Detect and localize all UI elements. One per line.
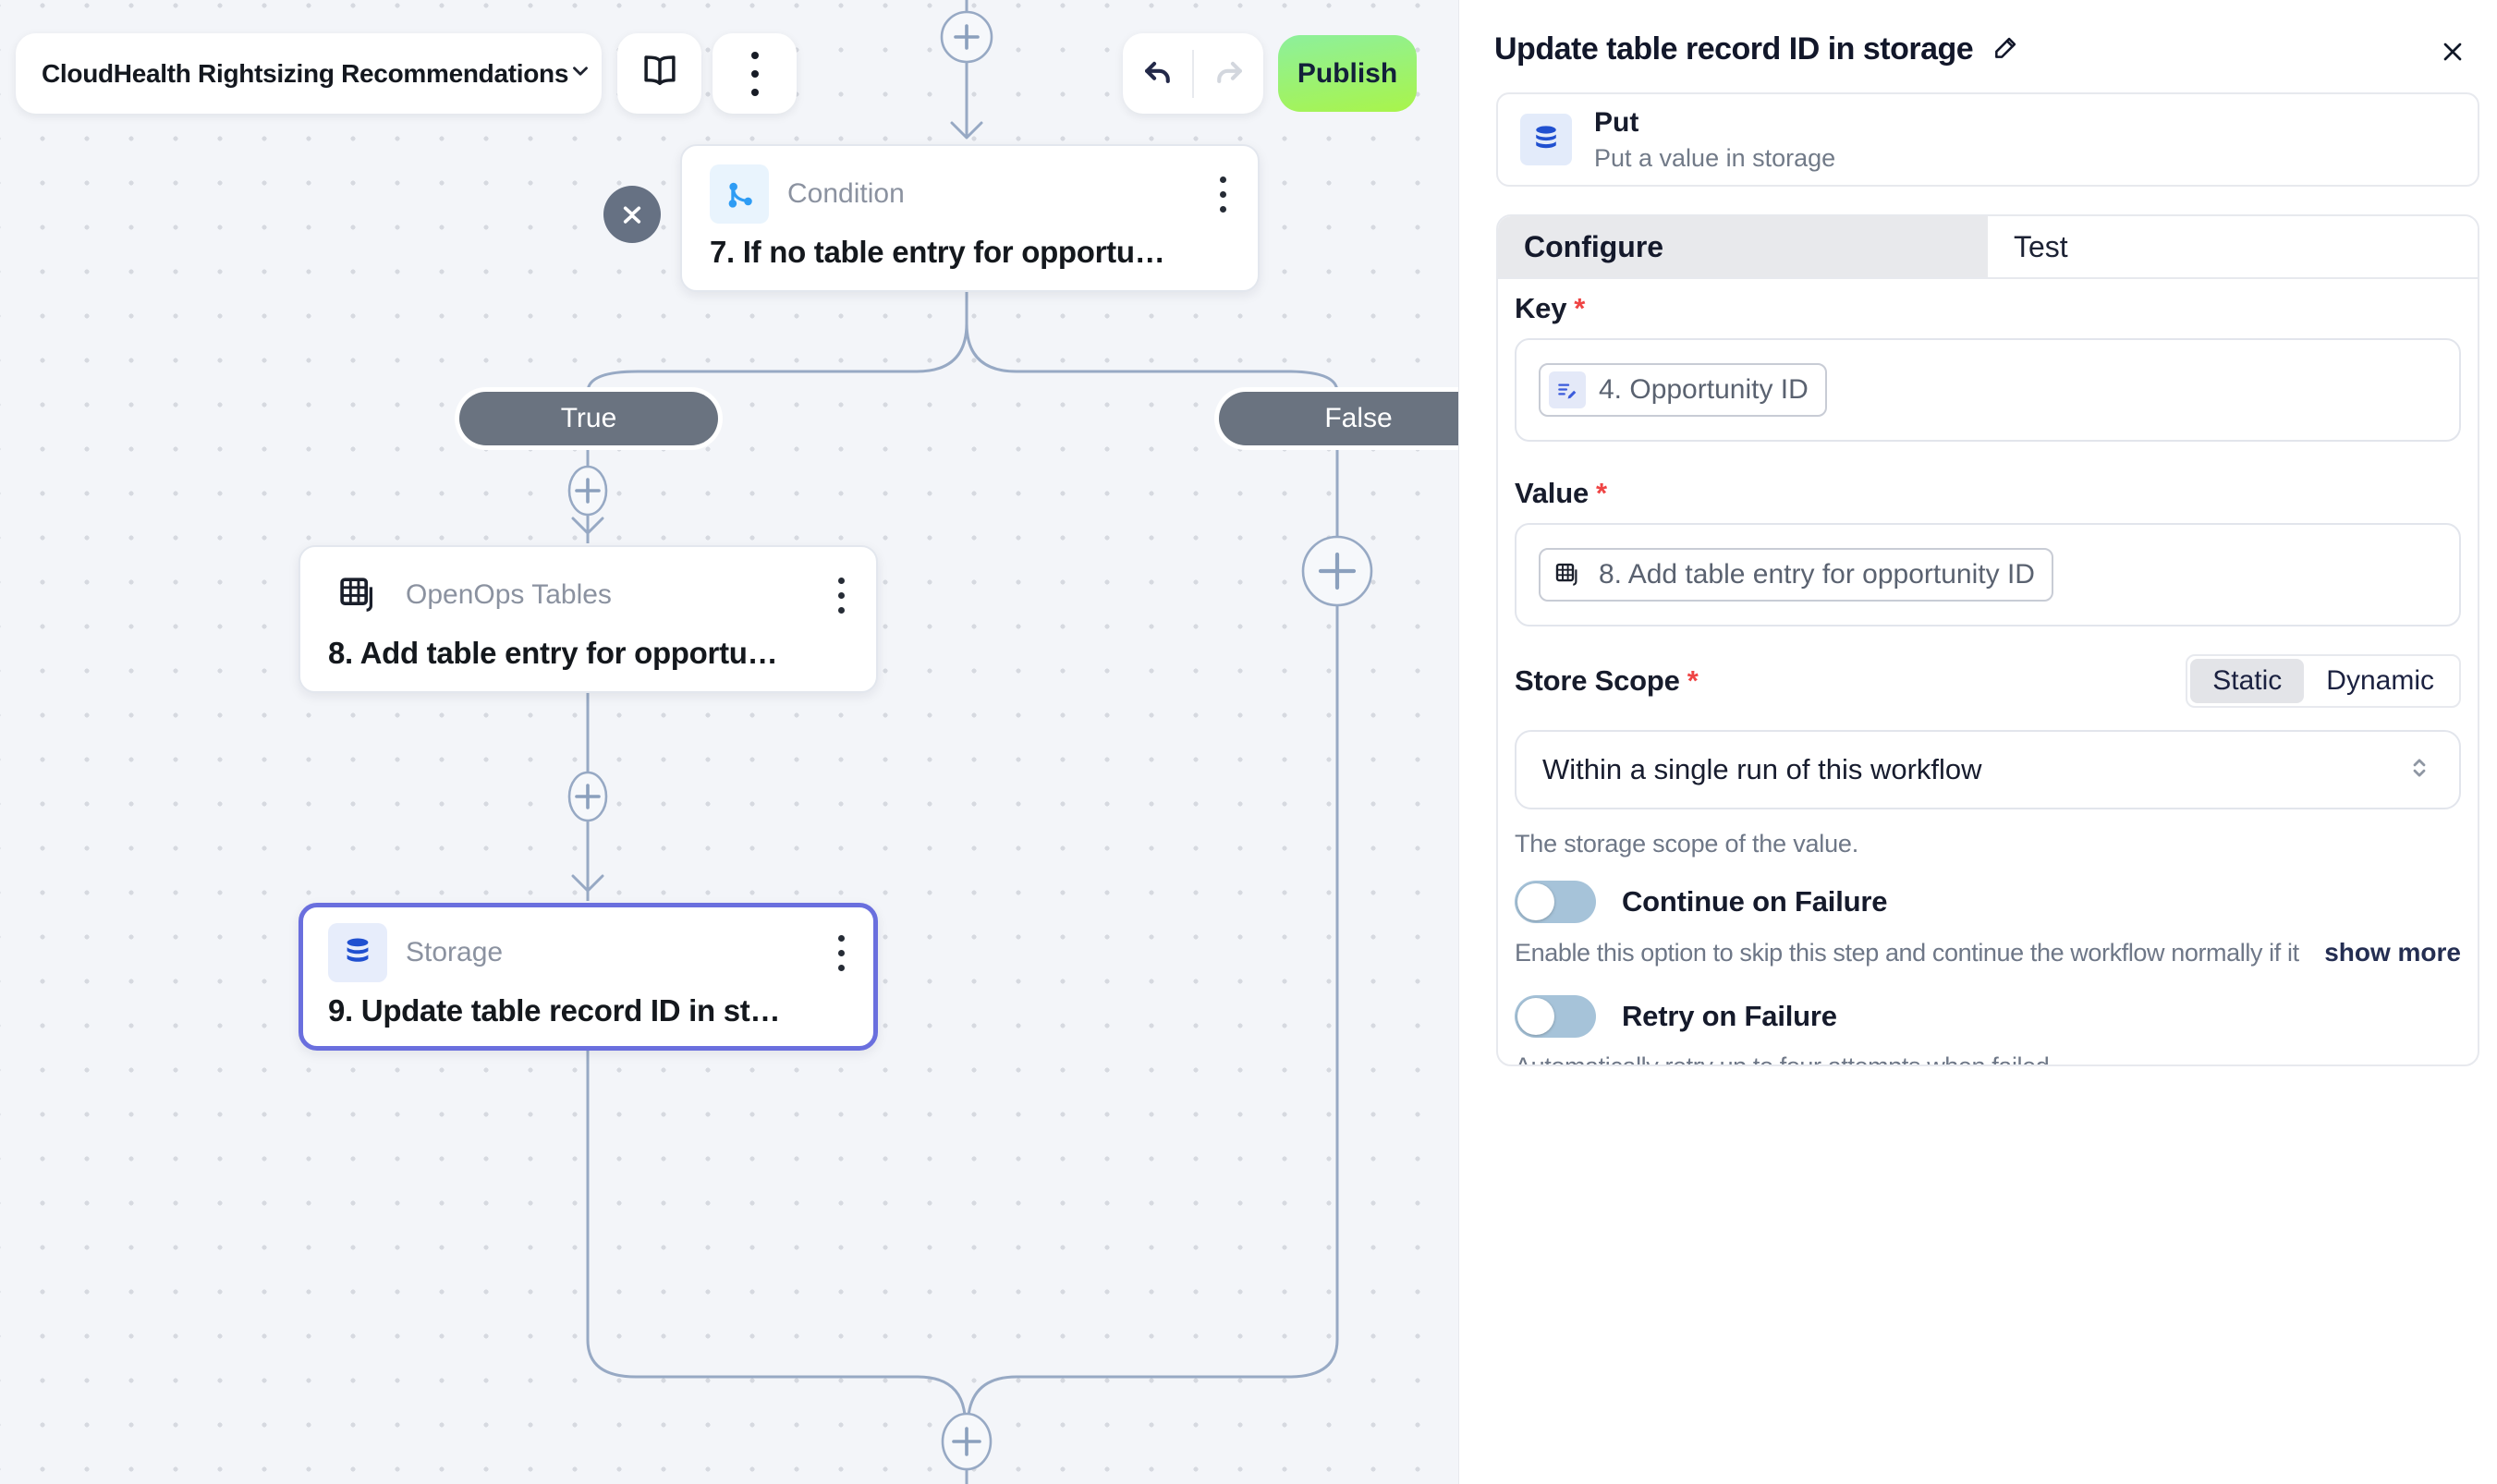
flow-connectors <box>567 0 1373 1484</box>
retry-on-failure-label: Retry on Failure <box>1622 1000 1837 1032</box>
connector-storage-merge <box>586 1051 967 1417</box>
workflow-name-dropdown[interactable]: CloudHealth Rightsizing Recommendations <box>16 33 602 114</box>
retry-on-failure-toggle[interactable] <box>1515 995 1596 1038</box>
store-scope-value: Within a single run of this workflow <box>1542 753 1982 785</box>
condition-branch-icon <box>710 164 769 224</box>
tab-test[interactable]: Test <box>1988 216 2478 277</box>
store-scope-select[interactable]: Within a single run of this workflow <box>1515 730 2461 809</box>
branch-label-false: False <box>1219 392 1458 445</box>
node-condition[interactable]: Condition 7. If no table entry for oppor… <box>680 144 1260 292</box>
flow-canvas[interactable]: CloudHealth Rightsizing Recommendations … <box>0 0 1458 1484</box>
toggle-knob <box>1517 883 1554 920</box>
add-step-button-between[interactable] <box>567 771 608 822</box>
key-token[interactable]: 4. Opportunity ID <box>1539 363 1827 417</box>
true-label: True <box>560 403 617 433</box>
edit-title-icon[interactable] <box>1992 32 2021 67</box>
node-storage[interactable]: Storage 9. Update table record ID in st… <box>298 903 878 1051</box>
action-name: Put <box>1594 106 1639 138</box>
value-token-text: 8. Add table entry for opportunity ID <box>1599 559 2035 590</box>
kebab-menu-icon <box>744 46 766 102</box>
tables-icon <box>1549 556 1586 593</box>
value-token[interactable]: 8. Add table entry for opportunity ID <box>1539 548 2053 602</box>
node-menu-button[interactable] <box>1212 171 1234 218</box>
storage-database-icon <box>328 923 387 982</box>
history-controls <box>1123 33 1263 114</box>
add-step-button-top[interactable] <box>940 10 993 64</box>
node-menu-button[interactable] <box>831 930 852 977</box>
add-step-button-true[interactable] <box>567 465 608 517</box>
node-type-label: Condition <box>787 178 905 209</box>
connector-branch-false <box>965 322 1339 393</box>
arrowhead-condition <box>950 121 983 140</box>
node-title: 7. If no table entry for opportu… <box>710 235 1165 269</box>
publish-button[interactable]: Publish <box>1278 35 1417 112</box>
redo-button[interactable] <box>1194 33 1263 114</box>
node-type-label: Storage <box>406 937 504 967</box>
step-title: Update table record ID in storage <box>1494 31 1974 67</box>
action-description: Put a value in storage <box>1594 143 1836 172</box>
action-summary-card: Put Put a value in storage <box>1496 92 2479 187</box>
store-scope-label: Store Scope* <box>1515 664 1699 697</box>
continue-on-failure-helper: Enable this option to skip this step and… <box>1515 939 2305 967</box>
tab-configure-label: Configure <box>1524 229 1664 263</box>
required-asterisk: * <box>1596 477 1607 509</box>
show-more-link[interactable]: show more <box>2324 938 2461 967</box>
add-step-button-false[interactable] <box>1301 535 1373 607</box>
node-openops-tables[interactable]: OpenOps Tables 8. Add table entry for op… <box>298 545 878 693</box>
tab-test-label: Test <box>2014 229 2068 263</box>
node-type-label: OpenOps Tables <box>406 579 612 610</box>
required-asterisk: * <box>1687 664 1699 697</box>
add-step-button-merge[interactable] <box>941 1412 993 1471</box>
key-input[interactable]: 4. Opportunity ID <box>1515 338 2461 442</box>
key-field-label: Key* <box>1515 292 1586 324</box>
node-title: 9. Update table record ID in st… <box>328 993 781 1028</box>
static-option[interactable]: Static <box>2190 659 2305 703</box>
storage-database-icon <box>1520 114 1572 165</box>
store-scope-helper: The storage scope of the value. <box>1515 830 1859 858</box>
arrowhead-tables <box>571 517 604 535</box>
continue-on-failure-label: Continue on Failure <box>1622 885 1888 918</box>
key-token-text: 4. Opportunity ID <box>1599 374 1809 405</box>
divider <box>1192 49 1194 98</box>
panel-tabs: Configure Test <box>1498 216 2478 279</box>
collapse-icon <box>623 206 641 224</box>
close-panel-button[interactable] <box>2438 37 2467 71</box>
workflow-name: CloudHealth Rightsizing Recommendations <box>42 58 569 88</box>
false-label: False <box>1324 403 1393 433</box>
docs-button[interactable] <box>617 33 701 114</box>
step-settings-panel: Update table record ID in storage Put Pu… <box>1458 0 2497 1484</box>
book-open-icon <box>640 52 679 95</box>
node-menu-button[interactable] <box>831 572 852 619</box>
tab-configure[interactable]: Configure <box>1498 216 1988 277</box>
continue-on-failure-toggle[interactable] <box>1515 881 1596 923</box>
undo-button[interactable] <box>1123 33 1192 114</box>
variable-text-icon <box>1549 371 1586 408</box>
tables-icon <box>328 566 387 625</box>
retry-on-failure-helper: Automatically retry up to four attempts … <box>1515 1052 2056 1066</box>
static-dynamic-toggle: Static Dynamic <box>2186 654 2461 708</box>
undo-icon <box>1144 61 1170 83</box>
value-field-label: Value* <box>1515 477 1607 509</box>
collapse-branch-button[interactable] <box>603 186 661 243</box>
connector-false-merge <box>967 445 1339 1417</box>
required-asterisk: * <box>1574 292 1586 324</box>
node-title: 8. Add table entry for opportu… <box>328 636 778 670</box>
connector-branch-true <box>586 292 968 393</box>
arrowhead-storage <box>571 874 604 893</box>
canvas-menu-button[interactable] <box>713 33 797 114</box>
dynamic-option[interactable]: Dynamic <box>2326 665 2434 696</box>
value-input[interactable]: 8. Add table entry for opportunity ID <box>1515 523 2461 626</box>
chevron-down-icon <box>568 59 592 88</box>
publish-label: Publish <box>1297 57 1398 89</box>
unfold-chevrons-icon <box>2406 754 2433 786</box>
toggle-knob <box>1517 998 1554 1035</box>
redo-icon <box>1216 61 1242 83</box>
configure-card: Configure Test Key* 4. Opportunity ID <box>1496 214 2479 1066</box>
branch-label-true: True <box>459 392 718 445</box>
